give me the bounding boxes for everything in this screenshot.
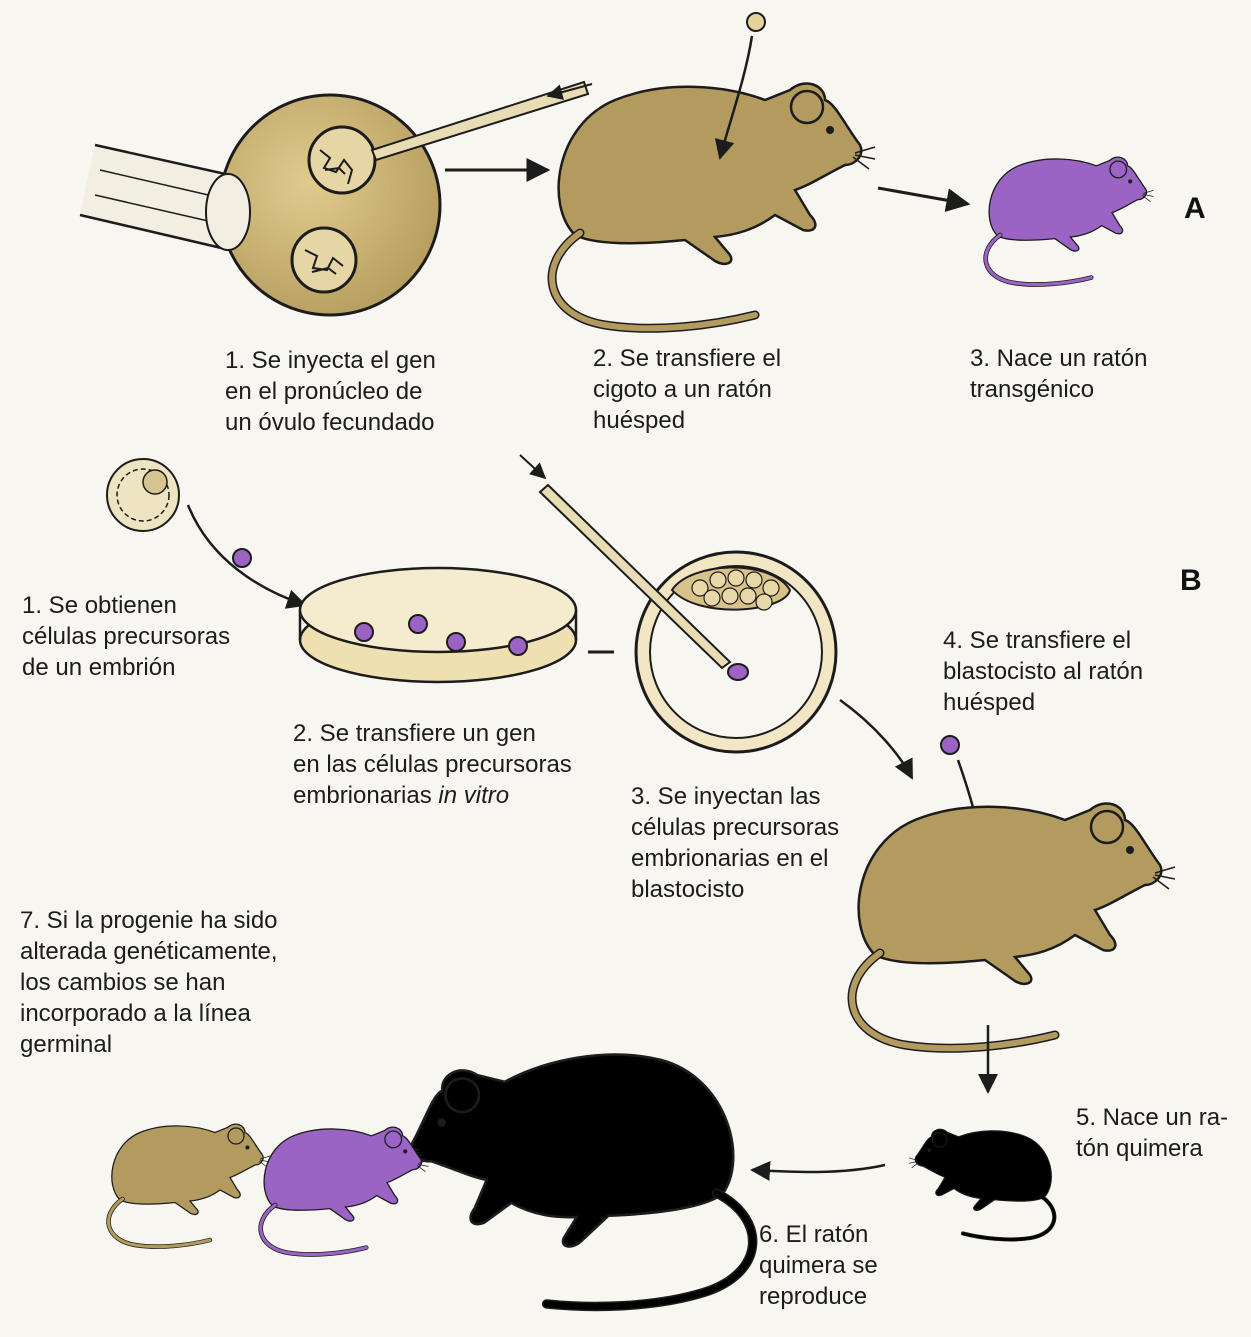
blastocyst-icon xyxy=(636,552,836,752)
caption-b-step-6: 6. El ratón quimera se reproduce xyxy=(759,1219,878,1312)
arrow-host-to-transgenic xyxy=(878,188,968,204)
caption-b-step-5: 5. Nace un ra- tón quimera xyxy=(1076,1102,1228,1164)
caption-a-step-2: 2. Se transfiere el cigoto a un ratón hu… xyxy=(593,343,781,436)
host-mouse-b-icon xyxy=(852,803,1175,1048)
caption-b-step-2: 2. Se transfiere un gen en las células p… xyxy=(293,718,572,811)
caption-a-step-3: 3. Nace un ratón transgénico xyxy=(970,343,1147,405)
in-vitro-text: in vitro xyxy=(438,782,509,809)
caption-b-step-7: 7. Si la progenie ha sido alterada genét… xyxy=(20,905,278,1060)
caption-a-step-1: 1. Se inyecta el gen en el pronúcleo de … xyxy=(225,345,436,438)
panel-b-label: B xyxy=(1180,564,1202,598)
breeding-chimera-mouse-icon xyxy=(388,1034,760,1336)
caption-b-step-4: 4. Se transfiere el blastocisto al ratón… xyxy=(943,625,1143,718)
transgenic-mouse-icon xyxy=(986,157,1154,284)
progeny-tan-mouse-icon xyxy=(109,1124,270,1246)
chimera-mouse-icon xyxy=(909,1129,1054,1239)
panel-a-illustrations xyxy=(80,13,1154,328)
caption-b-step-1: 1. Se obtienen células precursoras de un… xyxy=(22,590,230,683)
fertilized-egg-icon xyxy=(206,95,440,315)
stem-cell-dot-icon xyxy=(233,549,251,567)
embryo-icon xyxy=(107,459,179,531)
micropipette-icon xyxy=(372,82,592,160)
panel-a-label: A xyxy=(1184,192,1206,226)
blastocyst-dot-icon xyxy=(941,736,959,754)
petri-dish-icon xyxy=(300,568,576,682)
zygote-dot-icon xyxy=(747,13,765,31)
caption-b-step-3: 3. Se inyectan las células precursoras e… xyxy=(631,781,839,905)
arrow-blastocyst-to-host xyxy=(840,700,912,778)
host-mouse-a-icon xyxy=(552,83,875,328)
arrow-chimera-to-breeding xyxy=(752,1165,885,1172)
progeny-purple-mouse-icon xyxy=(261,1127,429,1254)
